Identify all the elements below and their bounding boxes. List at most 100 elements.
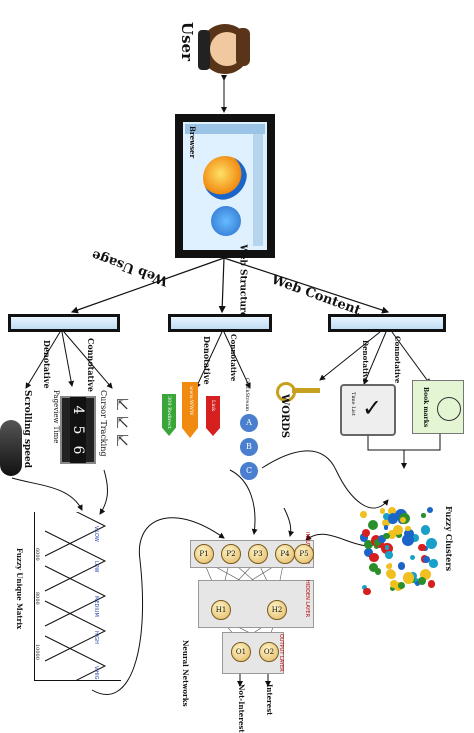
cluster-point [389,580,398,589]
input-node: P4 [275,544,295,564]
input-node: P5 [294,544,314,564]
cluster-point [411,534,419,542]
content-connotative-label: Connotative [393,336,402,384]
browser-label: Brewser [188,126,197,159]
cluster-point [378,534,387,544]
cluster-point [386,569,396,579]
input-node: P3 [248,544,268,564]
output-node: O2 [259,642,279,662]
fuzzy-tick-1: 6000 [34,548,40,561]
cluster-point [363,547,373,558]
membership-series-label: LOW [93,561,99,573]
cluster-point [363,587,371,596]
web-content-bar [328,314,446,332]
words-label: WORDS [279,394,290,439]
pageview-time-label: Pageview Time [52,390,60,444]
cluster-point [384,545,389,550]
cluster-point [383,512,391,520]
graph-node-c: C [240,462,258,480]
web-usage-bar [8,314,120,332]
cluster-point [369,553,379,563]
globe-icon [437,397,461,421]
hidden-layer-label: HIDDEN LAYER [304,580,310,618]
cluster-point [401,534,414,546]
cluster-point [383,525,389,530]
cluster-point [367,519,379,531]
cluster-point [410,555,416,561]
link-arrow: Link [206,396,220,436]
counter-digit-3: 6 [70,437,86,463]
cluster-point [404,528,414,539]
fuzzy-tick-2: 8000 [34,592,40,605]
cluster-point [397,562,405,570]
graph-node-b: B [240,438,258,456]
input-node: P1 [194,544,214,564]
cluster-point [386,563,393,570]
cluster-point [419,568,432,581]
web-structure-label: Web Structure [237,244,248,318]
checkmark-icon: ✓ [362,394,383,422]
cursor-arrows-icon: ⇱⇱⇱ [116,395,130,450]
time-list-doc: Time List ✓ [340,384,396,436]
cluster-point [385,551,393,559]
cluster-point [418,543,426,552]
output-node: O1 [231,642,251,662]
fuzzy-membership-curves: V.LOW LOW MEDIUM HIGH V.HIGH [44,512,107,680]
keys-icon [276,380,322,402]
fuzzy-matrix-plot: V.LOW LOW MEDIUM HIGH V.HIGH [34,512,121,681]
fuzzy-clusters-label: Fuzzy Clusters [444,506,454,572]
cluster-point [421,512,427,518]
fuzzy-clusters-plot [354,500,438,600]
usage-connotative-label: Connotative [86,338,96,393]
cluster-point [387,529,397,539]
cursor-tracking-label: Cursor Tracking [99,390,108,457]
web-structure-bar [168,314,272,332]
cluster-point [427,580,436,589]
cluster-point [417,576,427,586]
membership-curve [44,600,107,662]
user-avatar-icon [198,14,256,76]
hidden-node: H1 [211,600,231,620]
hidden-node: H2 [267,600,287,620]
cluster-point [397,581,406,590]
cluster-point [359,533,369,542]
cluster-point [383,532,390,540]
membership-curve [44,565,107,627]
cluster-point [415,581,421,587]
cluster-point [423,556,430,563]
cluster-point [381,518,391,528]
cluster-point [426,538,438,550]
neural-networks-label: Neural Networks [181,640,190,707]
browser-window [175,114,275,258]
input-node: P2 [221,544,241,564]
browser-logo-icon [203,156,247,200]
cluster-point [375,568,382,575]
membership-series-label: MEDIUM [93,596,99,617]
cluster-point [361,529,370,538]
membership-series-label: V.LOW [93,526,99,542]
cluster-point [395,532,402,539]
cluster-point [364,539,374,549]
not-interest-label: Not-Interest [237,684,246,733]
cluster-point [387,513,399,524]
membership-curve [44,512,107,557]
cluster-point [429,559,438,568]
fuzzy-matrix-title: Fuzzy Unique Matrix [15,548,24,630]
cluster-point [369,562,379,573]
cluster-point [361,584,367,591]
cluster-point [374,538,382,546]
content-denotative-label: Denotative [361,340,370,383]
user-label: User [178,22,196,61]
bookmarks-doc: Book marks [412,380,464,434]
membership-curve [44,635,107,680]
cluster-point [426,506,433,513]
membership-series-label: HIGH [93,631,99,644]
membership-series-label: V.HIGH [93,666,99,680]
structure-denotative-label: Denotative [202,336,212,385]
cluster-point [413,578,420,585]
www-arrow: www.WWW [182,382,198,438]
interest-label: Interest [265,684,274,716]
cluster-point [389,586,395,592]
graph-node-a: A [240,414,258,432]
cluster-point [393,525,404,536]
